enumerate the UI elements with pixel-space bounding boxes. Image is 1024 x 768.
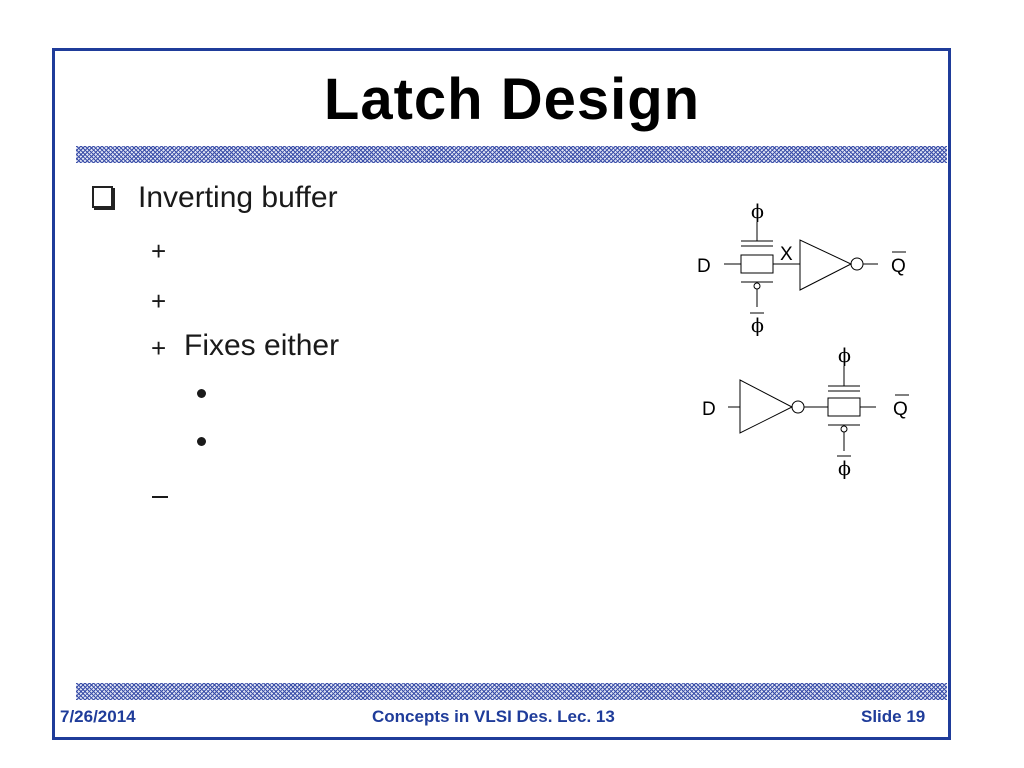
- node-x-label: X: [780, 244, 793, 265]
- clock-phi-bar-label: ϕ: [838, 458, 851, 480]
- top-latch-circuit: [724, 222, 906, 307]
- slide-title: Latch Design: [323, 67, 701, 132]
- inverter-top: [799, 239, 853, 291]
- inverter-bubble-icon: [850, 257, 864, 271]
- bullet-fixes-either: Fixes either: [184, 329, 340, 362]
- plus-bullet-3: +: [151, 333, 167, 363]
- footer-course: Concepts in VLSI Des. Lec. 13: [372, 707, 615, 726]
- clock-phi-label: ϕ: [838, 345, 851, 367]
- clock-phi-bar-label: ϕ: [751, 315, 764, 337]
- d-input-label: D: [697, 256, 711, 277]
- clock-phi-label: ϕ: [751, 201, 764, 223]
- plus-bullet-1: +: [151, 236, 167, 266]
- dash-bullet: [152, 496, 168, 498]
- inverter-bottom: [739, 379, 794, 434]
- inverter-bubble-icon: [791, 400, 805, 414]
- bullet-inverting-buffer: Inverting buffer: [138, 181, 338, 214]
- transmission-gate-bottom: [827, 397, 861, 417]
- transmission-gate-top: [740, 254, 774, 274]
- dot-bullet-2: [197, 437, 206, 446]
- q-output-label: Q: [891, 256, 906, 277]
- checkbox-bullet-icon: [92, 186, 113, 208]
- plus-bullet-2: +: [151, 286, 167, 316]
- dot-bullet-1: [197, 389, 206, 398]
- footer-slide-number: Slide 19: [861, 707, 926, 726]
- footer-divider: [76, 683, 947, 700]
- d-input-label: D: [702, 399, 716, 420]
- slide-frame: [52, 48, 951, 740]
- bubble-icon: [840, 425, 848, 433]
- bubble-icon: [753, 282, 761, 290]
- q-output-label: Q: [893, 399, 908, 420]
- footer-date: 7/26/2014: [60, 707, 136, 726]
- title-divider: [76, 146, 947, 163]
- bottom-latch-circuit: [728, 366, 909, 451]
